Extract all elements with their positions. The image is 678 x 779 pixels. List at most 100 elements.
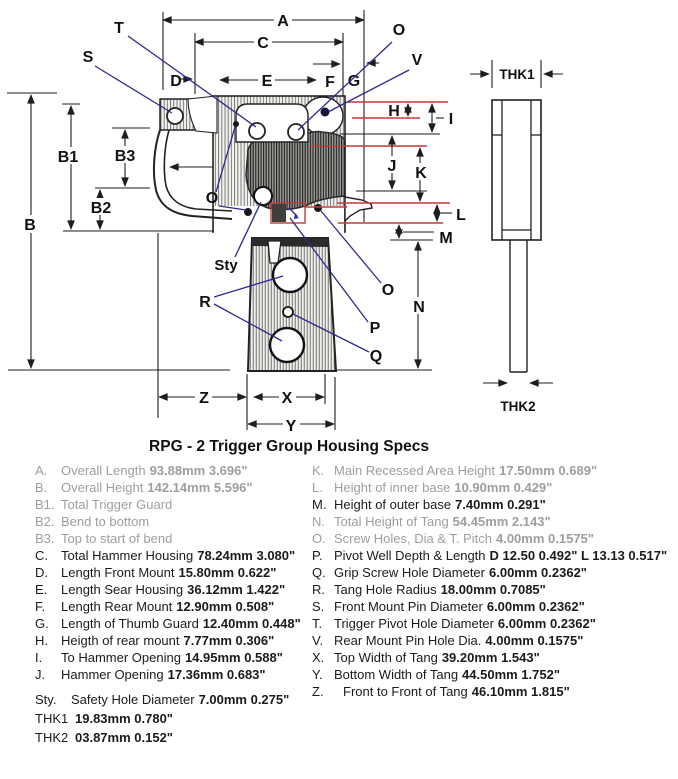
- spec-label: Front Mount Pin Diameter: [334, 599, 483, 614]
- spec-label: Length Rear Mount: [61, 599, 173, 614]
- spec-value: 03.87mm 0.152": [75, 730, 173, 745]
- dim-label-b1: B1: [58, 149, 79, 166]
- leader-label-v: V: [412, 52, 423, 69]
- spec-value: D 12.50 0.492" L 13.13 0.517": [489, 548, 668, 563]
- spec-value: 44.50mm 1.752": [462, 667, 561, 682]
- dim-label-h: H: [388, 103, 400, 120]
- spec-key: T.: [312, 616, 323, 631]
- spec-label: Total Hammer Housing: [61, 548, 194, 563]
- page-title: RPG - 2 Trigger Group Housing Specs: [149, 438, 429, 455]
- rear-mount-pin-hole: [320, 107, 330, 117]
- top-dimensions: A C D E F G: [162, 10, 379, 222]
- spec-key: THK1: [35, 711, 69, 726]
- leader-labels: T S O V O Sty O P Q R: [83, 20, 423, 365]
- spec-key: THK2: [35, 730, 69, 745]
- spec-label: Height of outer base: [334, 497, 452, 512]
- spec-list: RPG - 2 Trigger Group Housing Specs A. Ov…: [0, 436, 678, 779]
- spec-label: Tang Hole Radius: [334, 582, 437, 597]
- right-dimensions: H I J K L M N: [305, 101, 466, 369]
- dim-label-a: A: [277, 13, 289, 30]
- spec-value: 93.88mm 3.696": [149, 463, 248, 478]
- spec-label: Trigger Pivot Hole Diameter: [334, 616, 494, 631]
- spec-label: Main Recessed Area Height: [334, 463, 496, 478]
- spec-key: J.: [35, 667, 46, 682]
- tang-hole-upper: [271, 256, 309, 294]
- dim-label-f: F: [325, 74, 335, 91]
- spec-value: 36.12mm 1.422": [187, 582, 286, 597]
- spec-row: B1. Total Trigger Guard: [35, 496, 301, 513]
- spec-key: D.: [35, 565, 48, 580]
- spec-value: 7.40mm 0.291": [455, 497, 546, 512]
- spec-key: G.: [35, 616, 49, 631]
- spec-key: B2.: [35, 514, 55, 529]
- spec-label: Screw Holes, Dia & T. Pitch: [334, 531, 492, 546]
- spec-key: A.: [35, 463, 48, 478]
- spec-value: 4.00mm 0.1575": [485, 633, 584, 648]
- housing-front-view: [152, 95, 373, 372]
- spec-label: Front to Front of Tang: [343, 684, 468, 699]
- spec-value: 46.10mm 1.815": [471, 684, 570, 699]
- front-mount-pin-hole: [166, 107, 184, 125]
- spec-value: 6.00mm 0.2362": [489, 565, 587, 580]
- leader-label-o-top: O: [393, 22, 405, 39]
- spec-value: 39.20mm 1.543": [441, 650, 540, 665]
- spec-key: X.: [312, 650, 325, 665]
- pivot-well-outline: [270, 202, 306, 224]
- spec-value: 17.36mm 0.683": [167, 667, 266, 682]
- trigger-tab: [267, 240, 282, 264]
- dim-label-y: Y: [286, 418, 297, 435]
- leader-label-o-left: O: [206, 190, 218, 207]
- spec-key: O.: [312, 531, 326, 546]
- spec-key: S.: [312, 599, 325, 614]
- leader-label-t: T: [114, 20, 124, 37]
- dim-label-b3: B3: [115, 148, 136, 165]
- spec-label: Pivot Well Depth & Length: [334, 548, 486, 563]
- dim-label-j: J: [388, 158, 397, 175]
- spec-key: R.: [312, 582, 325, 597]
- spec-row: THK2 03.87mm 0.152": [35, 728, 289, 747]
- leader-label-p: P: [370, 320, 381, 337]
- dim-label-g: G: [348, 73, 360, 90]
- screw-hole-base-right: [314, 204, 322, 212]
- spec-value: 15.80mm 0.622": [178, 565, 277, 580]
- spec-row: B3.Top to start of bend: [35, 530, 301, 547]
- spec-key: L.: [312, 480, 323, 495]
- spec-label: Length of Thumb Guard: [61, 616, 199, 631]
- spec-key: B3.: [35, 531, 55, 546]
- spec-key: I.: [35, 650, 43, 665]
- spec-value: 7.77mm 0.306": [183, 633, 275, 648]
- trigger-guard-outer: [152, 129, 233, 220]
- spec-value: 78.24mm 3.080": [197, 548, 296, 563]
- spec-label: Overall Height: [61, 480, 144, 495]
- spec-label: Grip Screw Hole Diameter: [334, 565, 485, 580]
- spec-label: Total Trigger Guard: [61, 497, 173, 512]
- spec-key: E.: [35, 582, 48, 597]
- spec-value: 4.00mm 0.1575": [495, 531, 594, 546]
- screw-hole-front: [233, 121, 239, 127]
- spec-label: To Hammer Opening: [61, 650, 181, 665]
- leader-label-sty: Sty: [214, 257, 238, 274]
- spec-label: Length Front Mount: [61, 565, 175, 580]
- trigger-guard-inner: [163, 129, 233, 212]
- dim-label-thk1: THK1: [499, 67, 535, 82]
- spec-key: Z.: [312, 684, 324, 699]
- spec-label: Overall Length: [61, 463, 146, 478]
- pivot-well-arrow: [294, 214, 299, 219]
- spec-key: B1.: [35, 497, 55, 512]
